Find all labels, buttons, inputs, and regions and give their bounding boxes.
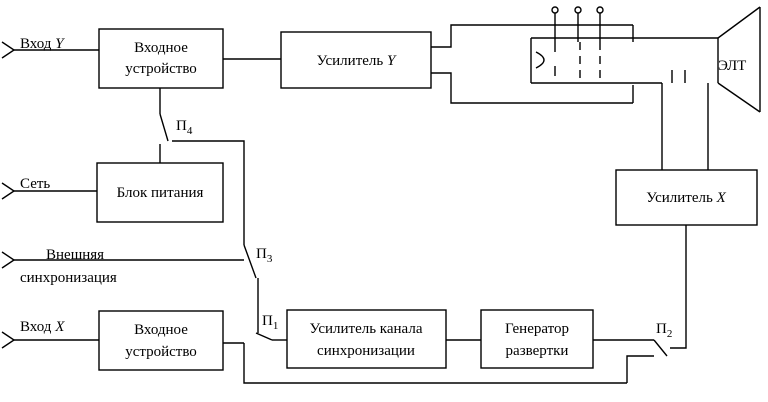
sweep-generator-block — [480, 309, 594, 369]
ext-sync-terminal — [1, 251, 244, 269]
power-supply-label: Блок питания — [117, 185, 204, 201]
sweep-generator-line1: Генератор — [505, 321, 569, 337]
crt-tube — [530, 6, 761, 113]
amplifier-y-label: Усилитель Y — [317, 53, 397, 69]
input-device-x-line1: Входное — [134, 322, 188, 338]
input-device-y-line1: Входное — [134, 40, 188, 56]
switch-p1-label: П1 — [262, 313, 278, 332]
sync-amplifier-line1: Усилитель канала — [310, 321, 423, 337]
input-device-y-block — [98, 28, 224, 89]
power-supply-block — [96, 162, 224, 223]
sweep-generator-line2: развертки — [506, 343, 569, 359]
input-y-label: Вход Y — [20, 36, 65, 52]
mains-terminal — [1, 182, 97, 200]
switch-p4-label: П4 — [176, 118, 193, 137]
sync-amplifier-line2: синхронизации — [317, 343, 415, 359]
amplifier-y-block — [280, 31, 432, 89]
mains-label: Сеть — [20, 176, 50, 192]
switch-p2-label: П2 — [656, 321, 672, 340]
switch-p4-blade[interactable] — [159, 113, 169, 142]
input-x-terminal — [1, 331, 99, 349]
ext-sync-line2: синхронизация — [20, 270, 117, 286]
switch-p1-blade[interactable] — [255, 332, 273, 341]
input-x-label: Вход X — [20, 319, 65, 335]
ext-sync-line1: Внешняя — [46, 247, 104, 263]
input-device-y-line2: устройство — [125, 61, 197, 77]
switch-p3-blade[interactable] — [243, 244, 257, 279]
switch-p3-label: П3 — [256, 246, 273, 265]
input-y-terminal — [1, 41, 99, 59]
sync-amplifier-block — [286, 309, 447, 369]
input-device-x-block — [98, 310, 224, 371]
input-device-x-line2: устройство — [125, 344, 197, 360]
crt-label: ЭЛТ — [718, 58, 746, 74]
switch-p2-blade[interactable] — [653, 339, 668, 357]
amplifier-x-label: Усилитель X — [646, 190, 726, 206]
